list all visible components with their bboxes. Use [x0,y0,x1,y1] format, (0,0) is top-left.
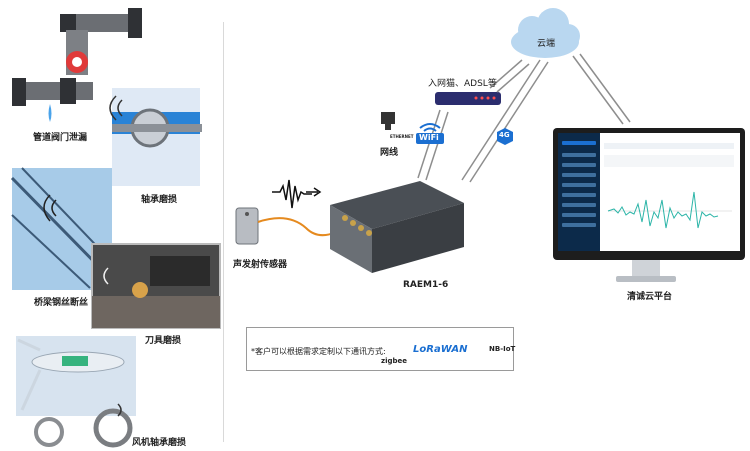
raem-device [330,181,464,273]
router-cloud-arrow [489,59,530,93]
cloud-platform-arrow [572,53,631,125]
router-icon [435,92,501,105]
communication-options-box: *客户可以根据需求定制以下通讯方式: zigbee LoRaWAN NB-IoT [246,327,516,371]
wifi-text: WiFi [419,133,439,142]
wind-turbine-illustration [16,336,136,448]
nbiot-label: NB-IoT [489,345,516,353]
sensor-icon [235,207,259,245]
bearing-illustration [109,88,202,186]
platform-monitor [553,128,745,260]
label-cloud: 云端 [537,39,556,49]
zigbee-label: zigbee [381,357,407,365]
label-device: RAEM1-6 [403,280,449,290]
label-wind-turbine-bearing: 风机轴承磨损 [132,438,187,448]
label-router: 入网猫、ADSL等 [428,79,497,89]
pipe-leak-illustration [12,8,142,122]
signal-waveform [272,179,312,209]
platform-sidebar [558,133,600,251]
section-divider [223,22,224,442]
label-bridge-cable: 桥梁钢丝断丝 [34,298,89,308]
ethernet-caption: ETHERNET [390,134,414,139]
label-bearing-wear: 轴承磨损 [141,195,178,205]
label-tool-wear: 刀具磨损 [145,336,182,346]
platform-screen [558,133,740,251]
platform-waveform [604,143,734,229]
cloud-icon [511,8,580,58]
label-ethernet: 网线 [380,148,399,158]
label-pipe-leak: 管道阀门泄漏 [33,133,88,143]
label-platform: 清诚云平台 [627,292,673,302]
scenario-illustrations [10,8,221,448]
ethernet-icon [381,112,395,130]
device-router-arrow [417,109,449,181]
tool-wear-illustration [91,243,221,329]
note-text: *客户可以根据需求定制以下通讯方式: [251,347,386,356]
wifi-icon [416,123,444,144]
lorawan-label: LoRaWAN [413,344,468,355]
sensor-cable [257,217,337,237]
cellular-text: 4G [499,131,510,139]
cellular-4g-icon [497,128,513,145]
monitor-stand [632,260,660,278]
label-sensor: 声发射传感器 [233,260,288,270]
device-cloud-arrow [461,59,549,183]
